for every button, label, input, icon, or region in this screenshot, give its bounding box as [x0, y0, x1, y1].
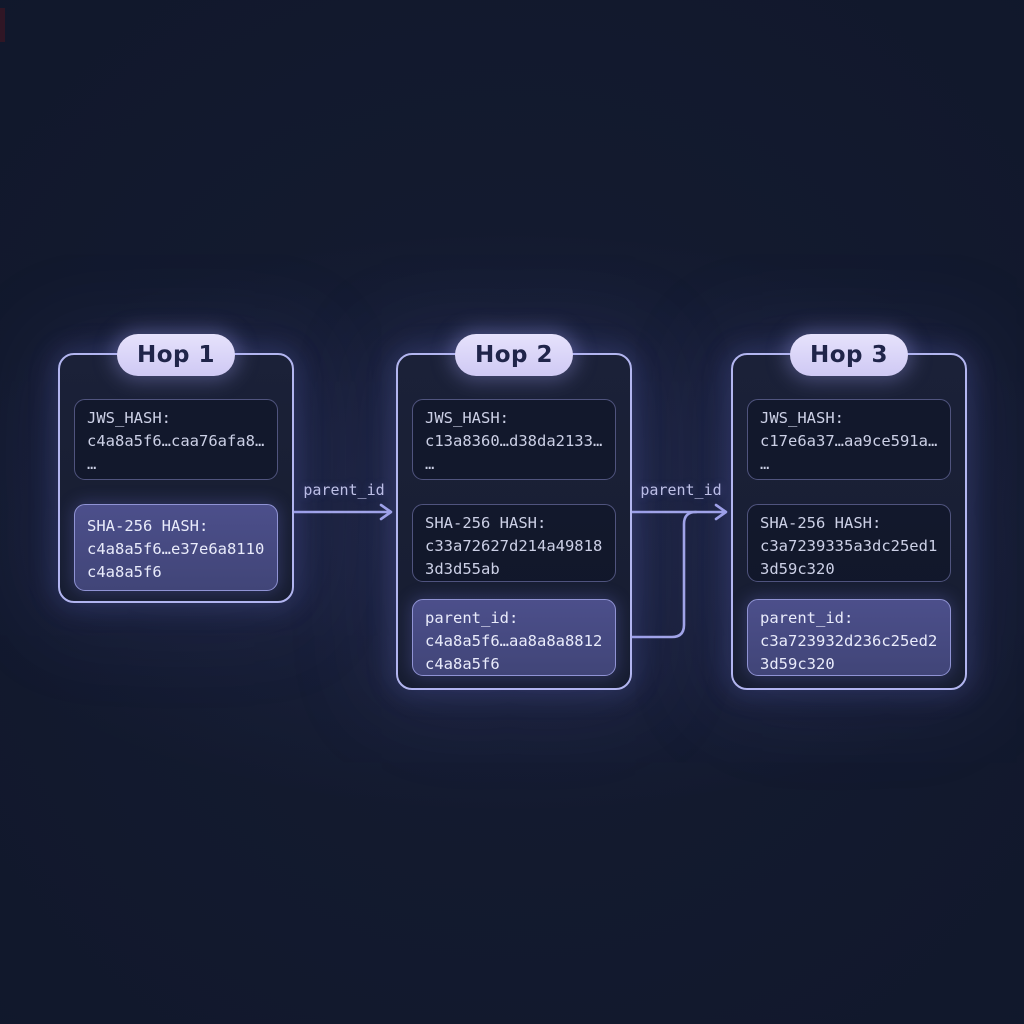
hash-line: c3a7239335a3dc25ed1	[760, 537, 938, 555]
hash-line: …	[87, 455, 97, 473]
field-label: SHA-256 HASH:	[760, 514, 882, 532]
hash-line: 3d59c320	[760, 560, 835, 578]
arrow-right-icon	[292, 503, 393, 521]
field-label: JWS_HASH:	[760, 409, 844, 427]
hash-line: 3d3d55ab	[425, 560, 500, 578]
corner-artifact	[0, 8, 5, 42]
hash-line: 3d59c320	[760, 655, 835, 673]
field-label: SHA-256 HASH:	[87, 517, 209, 535]
hop-1-card: Hop 1 JWS_HASH: c4a8a5f6…caa76afa8… … SH…	[58, 334, 294, 603]
hop-1-pill: Hop 1	[116, 334, 236, 376]
field-label: parent_id:	[425, 609, 519, 627]
hash-line: c4a8a5f6…aa8a8a8812	[425, 632, 603, 650]
hash-line: …	[760, 455, 770, 473]
arrow-right-icon	[630, 503, 728, 521]
hop-2-sha256-hash-box: SHA-256 HASH: c33a72627d214a49818 3d3d55…	[412, 504, 616, 582]
hash-line: c13a8360…d38da2133…	[425, 432, 603, 450]
hop-2-pill: Hop 2	[454, 334, 574, 376]
field-label: JWS_HASH:	[87, 409, 171, 427]
hop-3-card: Hop 3 JWS_HASH: c17e6a37…aa9ce591a… … SH…	[731, 334, 967, 690]
hop-2-card: Hop 2 JWS_HASH: c13a8360…d38da2133… … SH…	[396, 334, 632, 690]
hop-1-jws-hash-box: JWS_HASH: c4a8a5f6…caa76afa8… …	[74, 399, 278, 480]
connector-label-parent-id-2: parent_id	[640, 481, 722, 499]
hop-2-parent-id-box: parent_id: c4a8a5f6…aa8a8a8812 c4a8a5f6	[412, 599, 616, 676]
hop-3-title: Hop 3	[809, 342, 889, 368]
hop-1-sha256-hash-box: SHA-256 HASH: c4a8a5f6…e37e6a8110 c4a8a5…	[74, 504, 278, 591]
hop-3-parent-id-box: parent_id: c3a723932d236c25ed2 3d59c320	[747, 599, 951, 676]
hash-line: c17e6a37…aa9ce591a…	[760, 432, 938, 450]
hop-2-jws-hash-box: JWS_HASH: c13a8360…d38da2133… …	[412, 399, 616, 480]
field-label: SHA-256 HASH:	[425, 514, 547, 532]
hash-line: c4a8a5f6…caa76afa8…	[87, 432, 265, 450]
hop-1-title: Hop 1	[136, 342, 216, 368]
hash-line: …	[425, 455, 435, 473]
hash-line: c4a8a5f6	[425, 655, 500, 673]
field-label: parent_id:	[760, 609, 854, 627]
hash-line: c3a723932d236c25ed2	[760, 632, 938, 650]
hop-2-title: Hop 2	[474, 342, 554, 368]
hop-3-pill: Hop 3	[789, 334, 909, 376]
connector-label-parent-id-1: parent_id	[303, 481, 385, 499]
hop-3-sha256-hash-box: SHA-256 HASH: c3a7239335a3dc25ed1 3d59c3…	[747, 504, 951, 582]
field-label: JWS_HASH:	[425, 409, 509, 427]
hop-3-jws-hash-box: JWS_HASH: c17e6a37…aa9ce591a… …	[747, 399, 951, 480]
hash-line: c33a72627d214a49818	[425, 537, 603, 555]
hash-line: c4a8a5f6…e37e6a8110	[87, 540, 265, 558]
hash-line: c4a8a5f6	[87, 563, 162, 581]
